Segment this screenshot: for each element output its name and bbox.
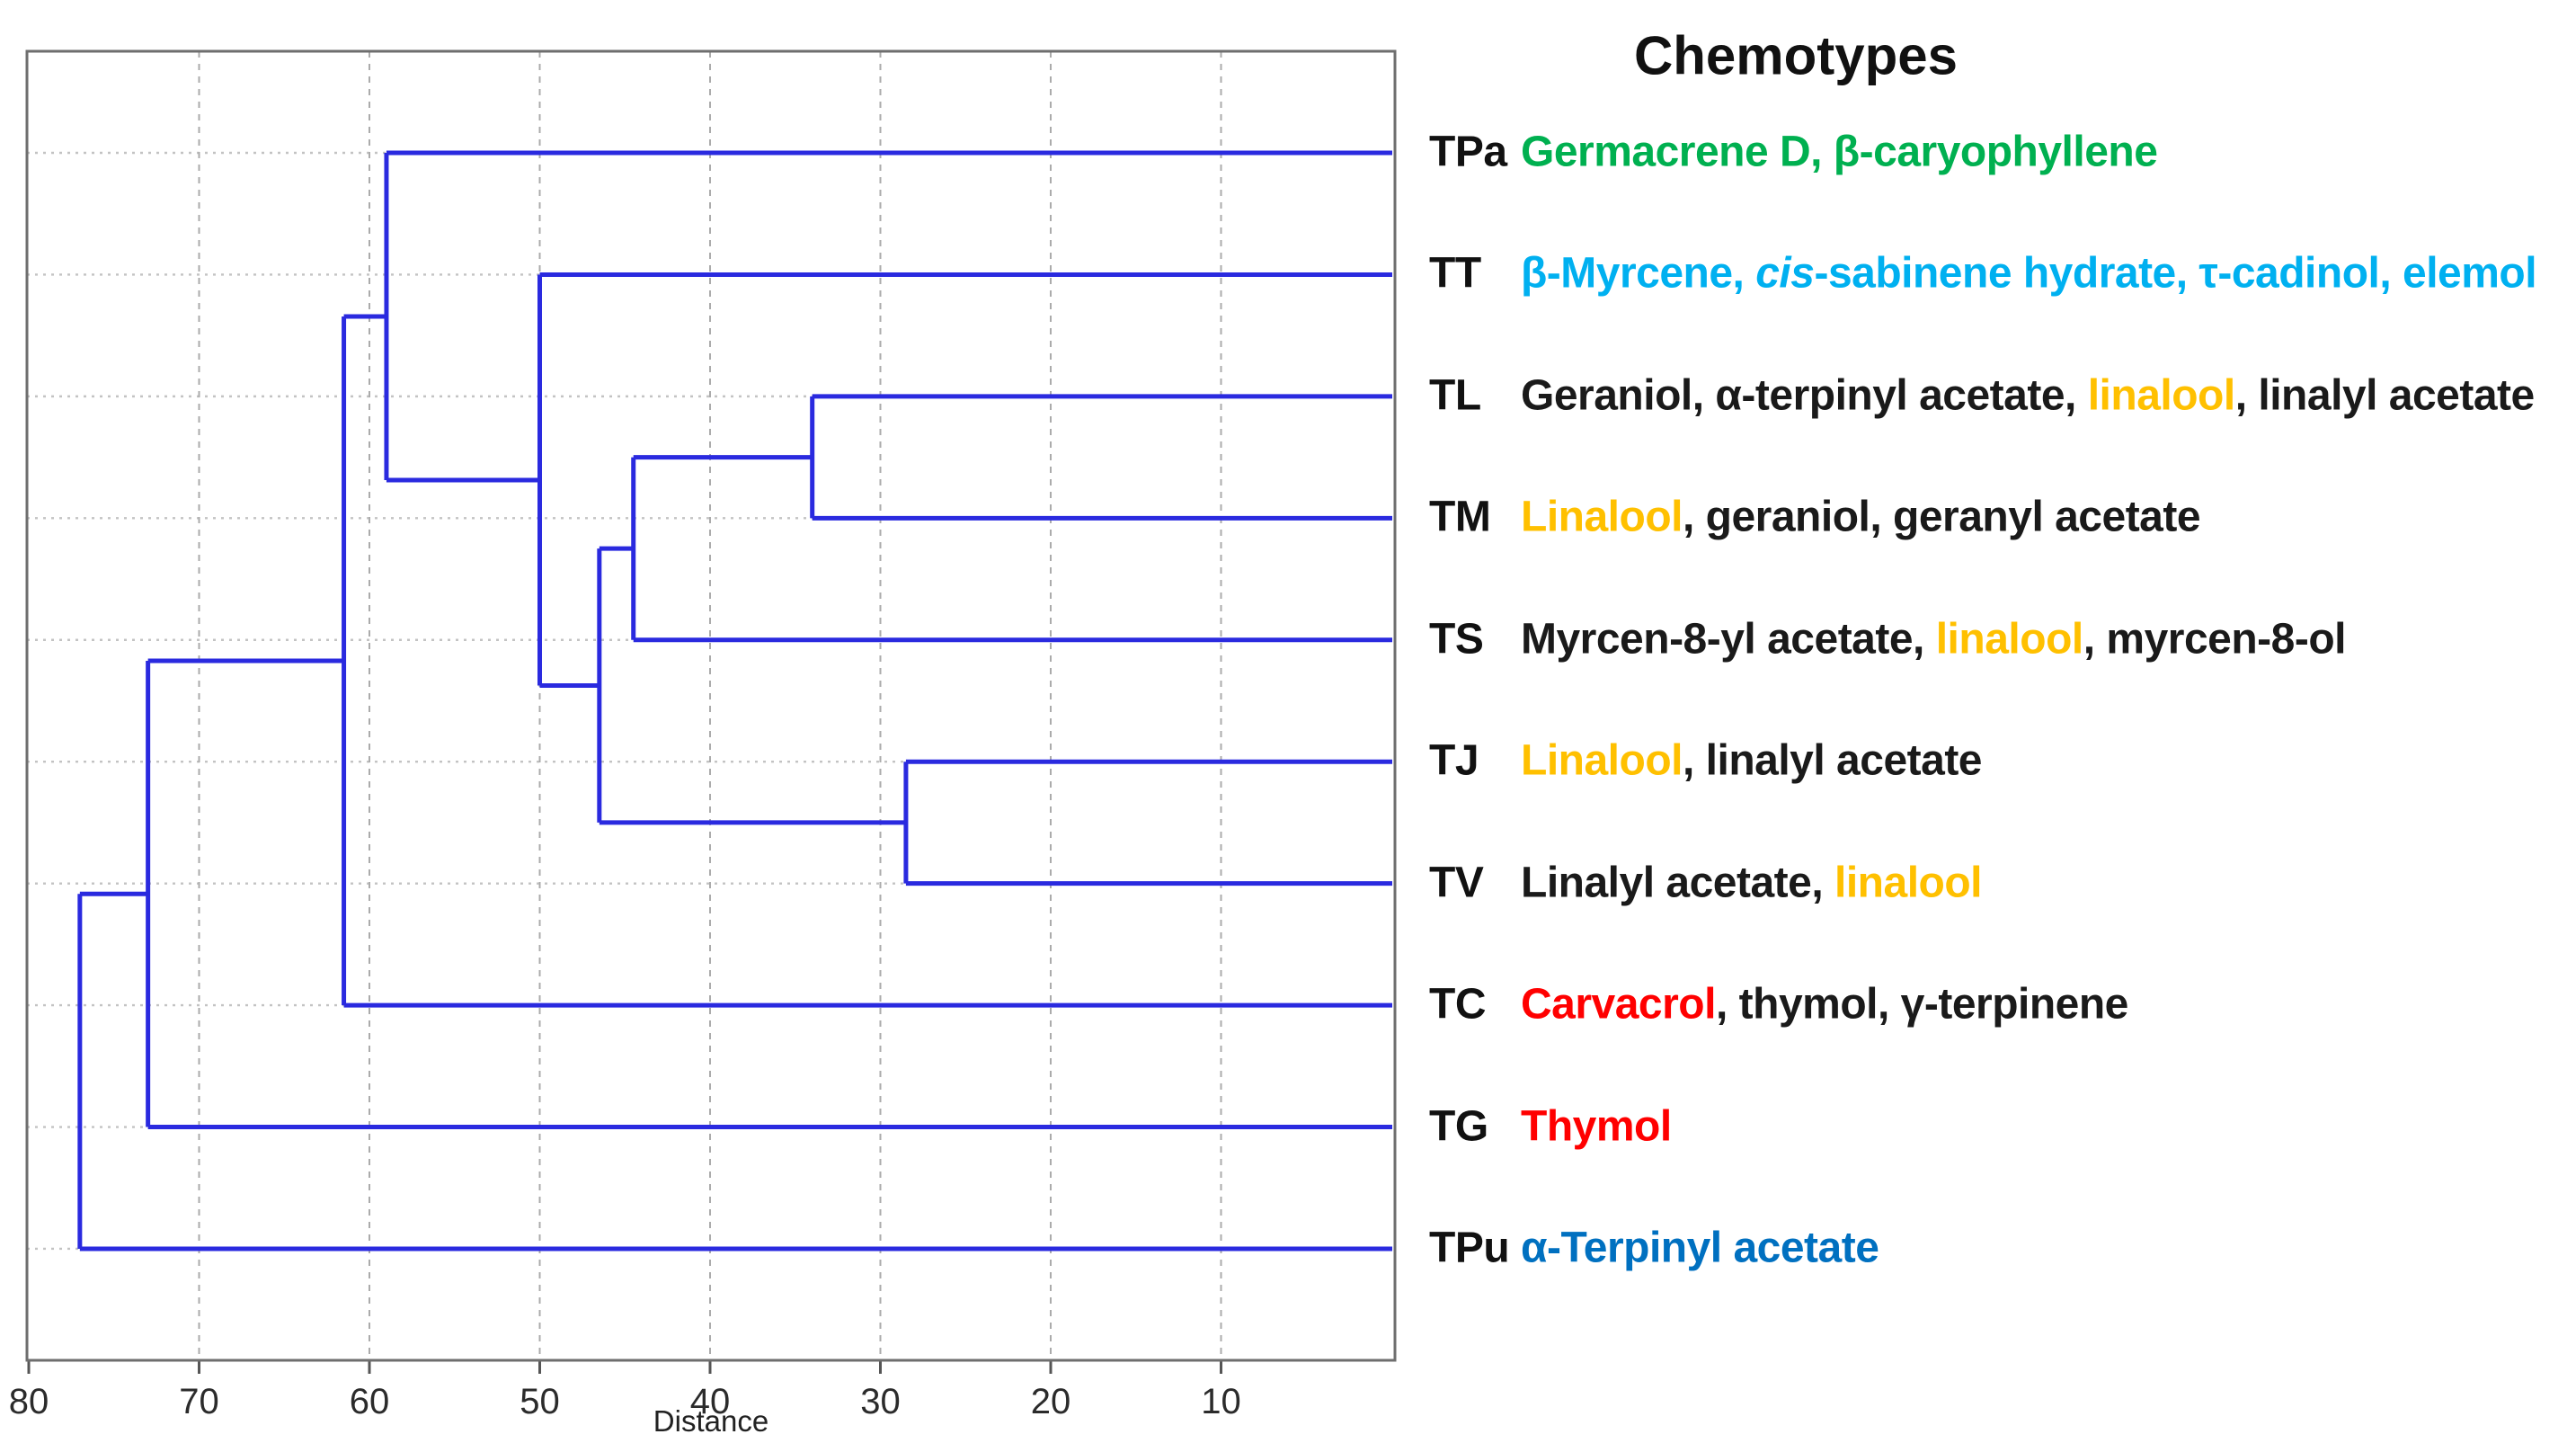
axis-tick-label: 80 <box>9 1382 49 1421</box>
chart-title: Chemotypes <box>1633 25 1959 86</box>
chemotype-segment: Carvacrol <box>1521 980 1716 1029</box>
chemotype-segment: α-Terpinyl acetate <box>1521 1224 1879 1272</box>
leaf-code: TJ <box>1429 736 1479 785</box>
axis-tick-label: 30 <box>860 1382 901 1421</box>
leaf-row-TS: TS Myrcen-8-yl acetate, linalool, myrcen-… <box>1429 615 2346 664</box>
leaf-row-TM: TM Linalool, geraniol, geranyl acetate <box>1429 493 2201 542</box>
axis-tick-label: 50 <box>520 1382 560 1421</box>
chemotype-segment: Linalool <box>1521 493 1683 541</box>
chemotype-segment: , linalyl acetate <box>1682 736 1983 785</box>
chemotype-segment: Germacrene D, β-caryophyllene <box>1521 128 2158 176</box>
chemotype-segment: cis <box>1755 250 1815 298</box>
leaf-code: TS <box>1429 615 1484 664</box>
axis-tick-label: 70 <box>179 1382 219 1421</box>
chemotype-segment: , thymol, γ-terpinene <box>1715 980 2128 1029</box>
leaf-row-TPa: TPa Germacrene D, β-caryophyllene <box>1429 128 2158 177</box>
leaf-row-TV: TV Linalyl acetate, linalool <box>1429 859 1983 907</box>
leaf-code: TPa <box>1429 128 1507 176</box>
leaf-row-TC: TC Carvacrol, thymol, γ-terpinene <box>1429 980 2128 1029</box>
leaf-row-TG: TG Thymol <box>1429 1102 1672 1151</box>
leaf-chemotypes: Linalool, linalyl acetate <box>1521 736 1983 785</box>
leaf-row-TJ: TJ Linalool, linalyl acetate <box>1429 736 1983 786</box>
chemotype-segment: Linalool <box>1521 736 1683 785</box>
chemotype-segment: Thymol <box>1521 1102 1672 1151</box>
chemotype-segment: , geraniol, geranyl acetate <box>1682 493 2201 541</box>
axis-tick-label: 10 <box>1201 1382 1241 1421</box>
chemotype-segment: Geraniol, α-terpinyl acetate, <box>1521 371 2088 420</box>
axis-tick-label: 20 <box>1031 1382 1071 1421</box>
leaf-code: TM <box>1429 493 1491 541</box>
leaf-code: TL <box>1429 371 1481 420</box>
axis-tick-label: 60 <box>350 1382 390 1421</box>
chemotype-segment: linalool <box>1834 859 1983 907</box>
chemotype-segment: Linalyl acetate, <box>1521 859 1834 907</box>
leaf-code: TV <box>1429 859 1484 907</box>
axis-tick-label: 40 <box>690 1382 731 1421</box>
leaf-chemotypes: Germacrene D, β-caryophyllene <box>1521 128 2158 176</box>
leaf-code: TG <box>1429 1102 1488 1151</box>
leaf-chemotypes: Geraniol, α-terpinyl acetate, linalool, … <box>1521 371 2536 420</box>
chemotype-segment: Myrcen-8-yl acetate, <box>1521 615 1936 664</box>
leaf-chemotypes: Carvacrol, thymol, γ-terpinene <box>1521 981 2128 1029</box>
chemotype-segment: , myrcen-8-ol <box>2083 615 2347 664</box>
leaf-chemotypes: β-Myrcene, cis-sabinene hydrate, τ-cadin… <box>1521 250 2537 298</box>
leaf-row-TT: TT β-Myrcene, cis-sabinene hydrate, τ-cad… <box>1429 250 2537 298</box>
leaf-row-TL: TL Geraniol, α-terpinyl acetate, linalool… <box>1429 372 2535 420</box>
chemotype-segment: β-Myrcene, <box>1521 250 1756 298</box>
leaf-code: TC <box>1429 980 1486 1029</box>
chemotype-segment: , linalyl acetate <box>2234 371 2536 420</box>
leaf-chemotypes: Myrcen-8-yl acetate, linalool, myrcen-8-… <box>1521 615 2346 663</box>
leaf-chemotypes: Linalool, geraniol, geranyl acetate <box>1521 493 2201 541</box>
leaf-chemotypes: Linalyl acetate, linalool <box>1521 859 1983 907</box>
chemotype-segment: linalool <box>2087 371 2236 420</box>
leaf-chemotypes: α-Terpinyl acetate <box>1521 1225 1879 1272</box>
chemotype-segment: linalool <box>1935 615 2084 664</box>
leaf-chemotypes: Thymol <box>1521 1102 1672 1150</box>
leaf-code: TT <box>1429 250 1481 298</box>
chemotype-segment: -sabinene hydrate, τ-cadinol, elemol <box>1814 250 2537 298</box>
leaf-code: TPu <box>1429 1224 1510 1272</box>
plot-border <box>25 49 1397 1362</box>
axis-title: Distance <box>653 1404 768 1438</box>
